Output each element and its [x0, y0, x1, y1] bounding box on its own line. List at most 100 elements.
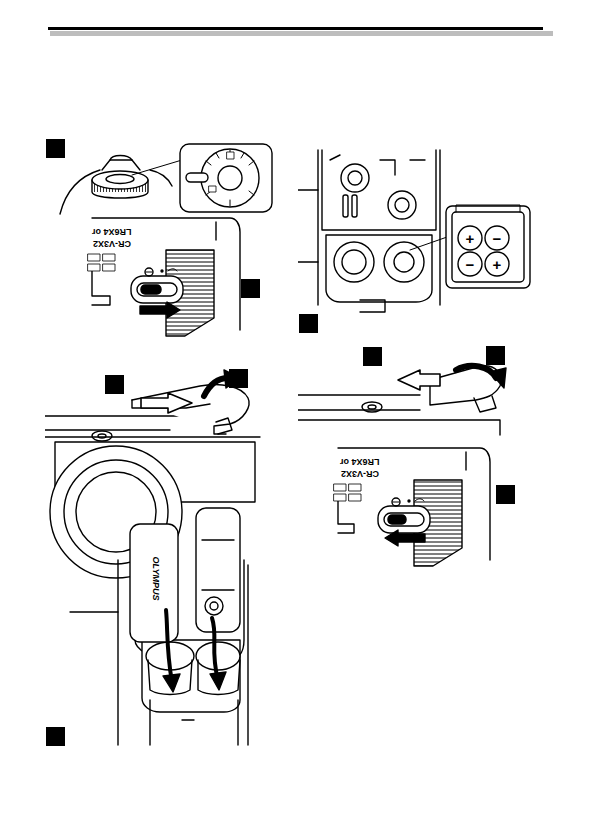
drawing-stroke	[241, 279, 260, 298]
drawing-stroke	[130, 524, 178, 642]
polarity-mark: +	[466, 231, 475, 246]
drawing-stroke	[410, 236, 450, 250]
drawing-stroke	[137, 283, 177, 296]
drawing-stroke	[106, 175, 134, 184]
drawing-stroke	[458, 252, 482, 276]
drawing-stroke	[98, 434, 106, 438]
drawing-stroke	[70, 611, 118, 612]
drawing-stroke	[88, 254, 100, 261]
drawing-stroke	[322, 150, 436, 230]
drawing-stroke	[298, 190, 318, 262]
drawing-stroke	[452, 212, 524, 282]
drawing-stroke	[398, 370, 440, 390]
drawing-stroke	[110, 156, 132, 161]
drawing-stroke	[145, 268, 153, 276]
drawing-stroke	[318, 150, 440, 305]
drawing-stroke	[92, 431, 112, 441]
battery-cover-lock-open	[88, 218, 240, 336]
drawing-stroke	[198, 660, 240, 695]
printed-label: LR6X4 or	[340, 457, 380, 466]
drawing-stroke	[201, 149, 259, 207]
drawing-stroke	[45, 144, 530, 745]
drawing-stroke	[363, 347, 382, 366]
drawing-stroke	[330, 155, 425, 175]
drawing-stroke	[395, 198, 409, 212]
drawing-stroke	[384, 242, 424, 282]
drawing-stroke	[105, 375, 124, 394]
drawing-stroke	[209, 186, 216, 192]
drawing-stroke	[141, 285, 161, 294]
drawing-stroke	[48, 27, 543, 30]
drawing-stroke	[131, 276, 183, 303]
drawing-stroke	[229, 369, 248, 388]
drawing-stroke	[163, 674, 180, 692]
drawing-stroke	[216, 418, 232, 434]
battery-cover-close	[298, 366, 506, 435]
drawing-stroke	[204, 378, 228, 396]
drawing-stroke	[92, 171, 148, 189]
drawing-stroke	[45, 416, 180, 430]
drawing-stroke	[45, 436, 260, 437]
drawing-stroke	[205, 597, 223, 615]
drawing-stroke	[142, 640, 240, 712]
drawing-stroke	[348, 171, 362, 185]
drawing-stroke	[384, 513, 424, 526]
step-marker	[46, 139, 515, 746]
drawing-stroke	[485, 252, 509, 276]
header-rule	[48, 27, 553, 36]
drawing-stroke	[334, 242, 374, 282]
drawing-stroke	[298, 420, 500, 435]
drawing-stroke	[385, 530, 425, 546]
drawing-stroke	[88, 264, 100, 271]
drawing-stroke	[206, 150, 254, 206]
printed-label: OLYMPUS	[152, 556, 161, 600]
printed-label: LR6X4 or	[92, 227, 132, 236]
drawing-stroke	[415, 499, 424, 501]
drawing-stroke	[392, 498, 400, 506]
battery-compartment	[298, 150, 530, 312]
drawing-stroke	[50, 31, 553, 36]
drawing-stroke	[210, 602, 218, 610]
drawing-stroke	[349, 494, 361, 501]
drawing-stroke	[360, 300, 385, 312]
drawing-stroke	[338, 496, 354, 533]
drawing-stroke	[202, 540, 234, 590]
drawing-stroke	[186, 173, 208, 182]
drawing-stroke	[368, 405, 376, 409]
drawing-stroke	[343, 195, 348, 217]
printed-label: CR-V3X2	[341, 469, 379, 478]
drawing-stroke	[458, 226, 482, 250]
drawing-stroke	[446, 206, 530, 288]
drawing-stroke	[378, 506, 430, 533]
drawing-stroke	[141, 393, 192, 413]
drawing-stroke	[334, 494, 346, 501]
battery-insertion	[70, 508, 248, 745]
polarity-mark: −	[466, 257, 475, 272]
drawing-stroke	[393, 502, 399, 503]
drawing-stroke	[326, 235, 432, 302]
drawing-stroke	[166, 610, 172, 682]
drawing-stroke	[161, 270, 163, 272]
drawing-stroke	[196, 508, 240, 632]
drawing-stroke	[334, 484, 346, 491]
drawing-stroke	[388, 515, 406, 524]
drawing-stroke	[150, 170, 172, 186]
drawing-stroke	[227, 152, 234, 159]
drawing-stroke	[132, 160, 182, 175]
drawing-stroke	[215, 222, 216, 240]
printed-label: CR-V3X2	[93, 239, 131, 248]
drawing-stroke	[103, 264, 115, 271]
drawing-stroke	[140, 302, 180, 318]
drawing-stroke	[210, 672, 226, 690]
drawing-stroke	[352, 195, 357, 217]
drawing-stroke	[362, 402, 382, 412]
drawing-stroke	[349, 484, 361, 491]
drawing-stroke	[102, 160, 140, 170]
drawing-stroke	[46, 727, 65, 746]
polarity-mark: −	[493, 231, 502, 246]
mode-dial-figure	[60, 144, 272, 214]
drawing-stroke	[150, 700, 238, 745]
